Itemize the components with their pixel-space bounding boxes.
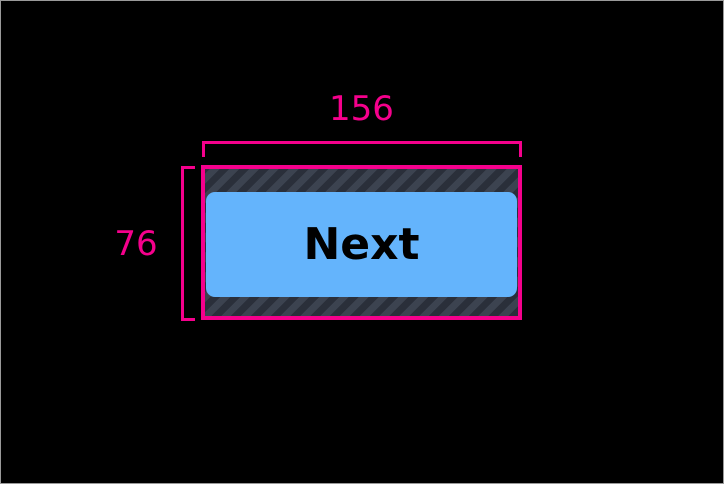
element-highlight-outline: Next	[201, 165, 522, 320]
height-dimension-label: 76	[114, 224, 158, 264]
padding-band-top	[205, 169, 518, 192]
next-button-label: Next	[303, 218, 420, 270]
width-dimension-label: 156	[329, 89, 394, 129]
width-dimension-bracket-icon	[202, 141, 522, 157]
element-padding-hatch: Next	[205, 169, 518, 316]
height-dimension-bracket-icon	[181, 166, 195, 321]
next-button[interactable]: Next	[206, 192, 517, 297]
padding-band-bottom	[205, 297, 518, 316]
